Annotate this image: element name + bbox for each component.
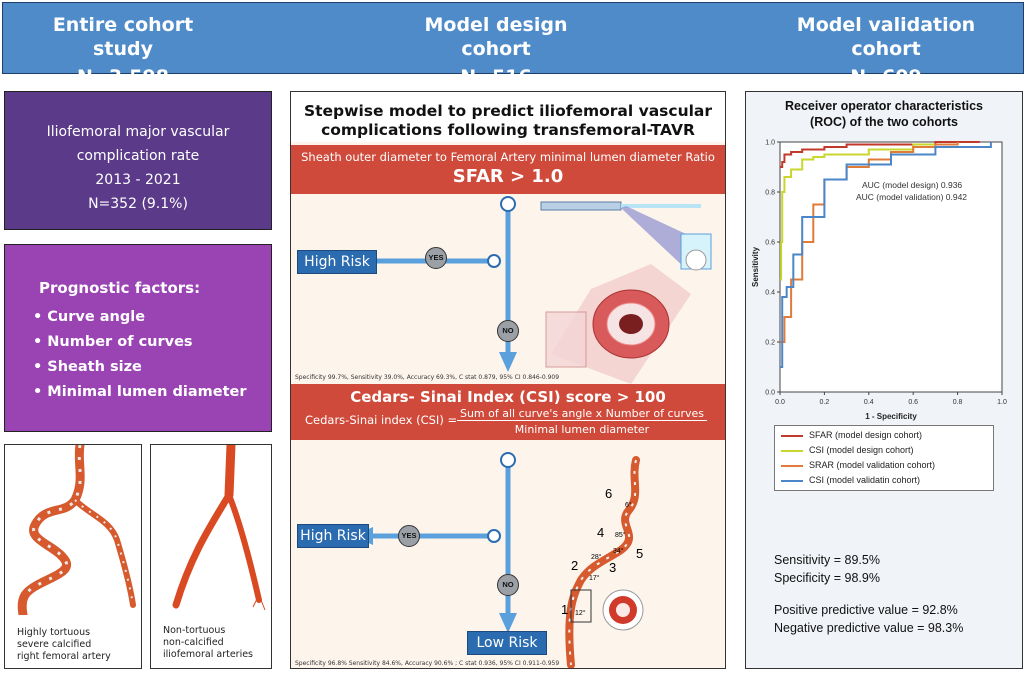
auc-validation: AUC (model validation) 0.942 — [856, 192, 968, 202]
no-node-2: NO — [497, 574, 519, 596]
yes-node-2: YES — [398, 525, 420, 547]
entire-cohort-n: N=3,598 — [77, 66, 169, 88]
x-tick-label: 0.8 — [953, 399, 963, 406]
curve-angle: 6° — [625, 502, 632, 509]
roc-series-line — [780, 141, 980, 168]
plot-area — [779, 141, 1003, 393]
roc-legend: SFAR (model design cohort) CSI (model de… — [774, 425, 994, 491]
legend-item: CSI (model validatin cohort) — [781, 475, 920, 485]
validation-cohort: Model validation cohort N=609 — [773, 13, 999, 89]
curve-angle: 28° — [591, 554, 602, 561]
sfar-header: Sheath outer diameter to Femoral Artery … — [291, 145, 725, 194]
curve-number: 2 — [571, 558, 579, 573]
normal-artery-illustration — [172, 440, 266, 611]
y-tick-label: 0.8 — [765, 190, 775, 197]
x-tick-label: 0.6 — [908, 399, 918, 406]
sfar-flow-arrows — [353, 196, 712, 384]
roc-series-line — [780, 142, 992, 368]
model-title: Stepwise model to predict iliofemoral va… — [291, 92, 725, 142]
tortuous-caption: Highly tortuous severe calcified right f… — [17, 627, 111, 662]
x-axis-label: 1 - Specificity — [865, 412, 917, 421]
csi-title: Cedars- Sinai Index (CSI) score > 100 — [350, 388, 666, 406]
curve-number: 3 — [609, 560, 617, 575]
y-tick-label: 0.4 — [765, 290, 775, 297]
x-tick-label: 0.4 — [864, 399, 874, 406]
normal-artery-panel: Non-tortuous non-calcified iliofemoral a… — [150, 440, 272, 669]
tortuous-artery-illustration — [17, 440, 136, 620]
complication-rate-box: Iliofemoral major vascular complication … — [4, 91, 272, 230]
high-risk-label-1: High Risk — [297, 250, 377, 274]
csi-header: Cedars- Sinai Index (CSI) score > 100 Ce… — [291, 384, 725, 440]
x-tick-label: 0.2 — [820, 399, 830, 406]
curve-angle: 85° — [615, 532, 626, 539]
legend-item: SFAR (model design cohort) — [781, 430, 922, 440]
csi-flow-arrows — [353, 452, 644, 668]
sfar-subtitle: Sheath outer diameter to Femoral Artery … — [301, 150, 715, 164]
curve-angle: 34° — [613, 548, 624, 555]
yes-node-1: YES — [425, 247, 447, 269]
rate-line: 2013 - 2021 — [95, 172, 181, 188]
curve-number: 1 — [561, 602, 569, 617]
csi-numerator: Sum of all curve's angle x Number of cur… — [457, 407, 707, 421]
specificity-stat: Specificity = 98.9% — [774, 571, 880, 585]
normal-caption: Non-tortuous non-calcified iliofemoral a… — [163, 625, 254, 660]
stepwise-model-panel: Stepwise model to predict iliofemoral va… — [290, 91, 726, 669]
curve-angle: 12° — [575, 610, 586, 617]
rate-line: N=352 (9.1%) — [88, 196, 188, 212]
roc-panel: Receiver operator characteristics (ROC) … — [745, 91, 1023, 669]
curve-number: 6 — [605, 486, 613, 501]
y-tick-label: 0.0 — [765, 390, 775, 397]
prognostic-item: •Number of curves — [33, 334, 193, 350]
y-tick-label: 1.0 — [765, 140, 775, 147]
no-node-1: NO — [497, 320, 519, 342]
sensitivity-stat: Sensitivity = 89.5% — [774, 553, 880, 567]
design-cohort: Model design cohort N=516 — [391, 13, 601, 89]
rate-line: complication rate — [76, 148, 200, 164]
tortuous-artery-panel: Highly tortuous severe calcified right f… — [4, 440, 142, 669]
curve-number: 5 — [636, 546, 644, 561]
csi-label: Cedars-Sinai index (CSI) = — [305, 413, 458, 427]
npv-stat: Negative predictive value = 98.3% — [774, 621, 964, 635]
high-risk-label-2: High Risk — [297, 524, 369, 548]
prognostic-title: Prognostic factors: — [39, 279, 201, 297]
prognostic-item: •Sheath size — [33, 359, 142, 375]
roc-title: Receiver operator characteristics (ROC) … — [784, 99, 984, 129]
legend-item: SRAR (model validation cohort) — [781, 460, 935, 470]
x-tick-label: 0.0 — [775, 399, 785, 406]
x-tick-label: 1.0 — [997, 399, 1007, 406]
validation-cohort-title: Model validation cohort — [796, 14, 976, 60]
prognostic-item: •Curve angle — [33, 309, 146, 325]
roc-series-line — [780, 142, 959, 281]
curve-angle: 17° — [589, 575, 600, 582]
ppv-stat: Positive predictive value = 92.8% — [774, 603, 958, 617]
entire-cohort-title: Entire cohort study — [52, 14, 194, 60]
prognostic-item: •Minimal lumen diameter — [33, 384, 247, 400]
design-cohort-title: Model design cohort — [424, 14, 568, 60]
low-risk-label: Low Risk — [467, 631, 547, 655]
csi-denominator: Minimal lumen diameter — [514, 423, 650, 436]
validation-cohort-n: N=609 — [850, 66, 922, 88]
cohort-header: Entire cohort study N=3,598 Model design… — [2, 2, 1024, 88]
legend-item: CSI (model design cohort) — [781, 445, 914, 455]
y-tick-label: 0.6 — [765, 240, 775, 247]
rate-line: Iliofemoral major vascular — [46, 124, 230, 140]
prognostic-factors-box: Prognostic factors: •Curve angle •Number… — [4, 244, 272, 432]
design-cohort-n: N=516 — [460, 66, 532, 88]
auc-design: AUC (model design) 0.936 — [862, 180, 963, 190]
curve-number: 4 — [597, 525, 605, 540]
sfar-stats: Specificity 99.7%, Sensitivity 39.0%, Ac… — [295, 374, 560, 381]
sfar-title: SFAR > 1.0 — [452, 166, 564, 187]
entire-cohort: Entire cohort study N=3,598 — [23, 13, 223, 89]
roc-chart: 0.0 0.2 0.4 0.6 0.8 1.0 0.0 0.2 0.4 0.6 0.8 1.0 1 - … — [751, 140, 1007, 422]
y-axis-label: Sensitivity — [751, 246, 760, 287]
y-tick-label: 0.2 — [765, 340, 775, 347]
csi-stats: Specificity 96.8% Sensitivity 84.6%, Acc… — [295, 660, 560, 667]
